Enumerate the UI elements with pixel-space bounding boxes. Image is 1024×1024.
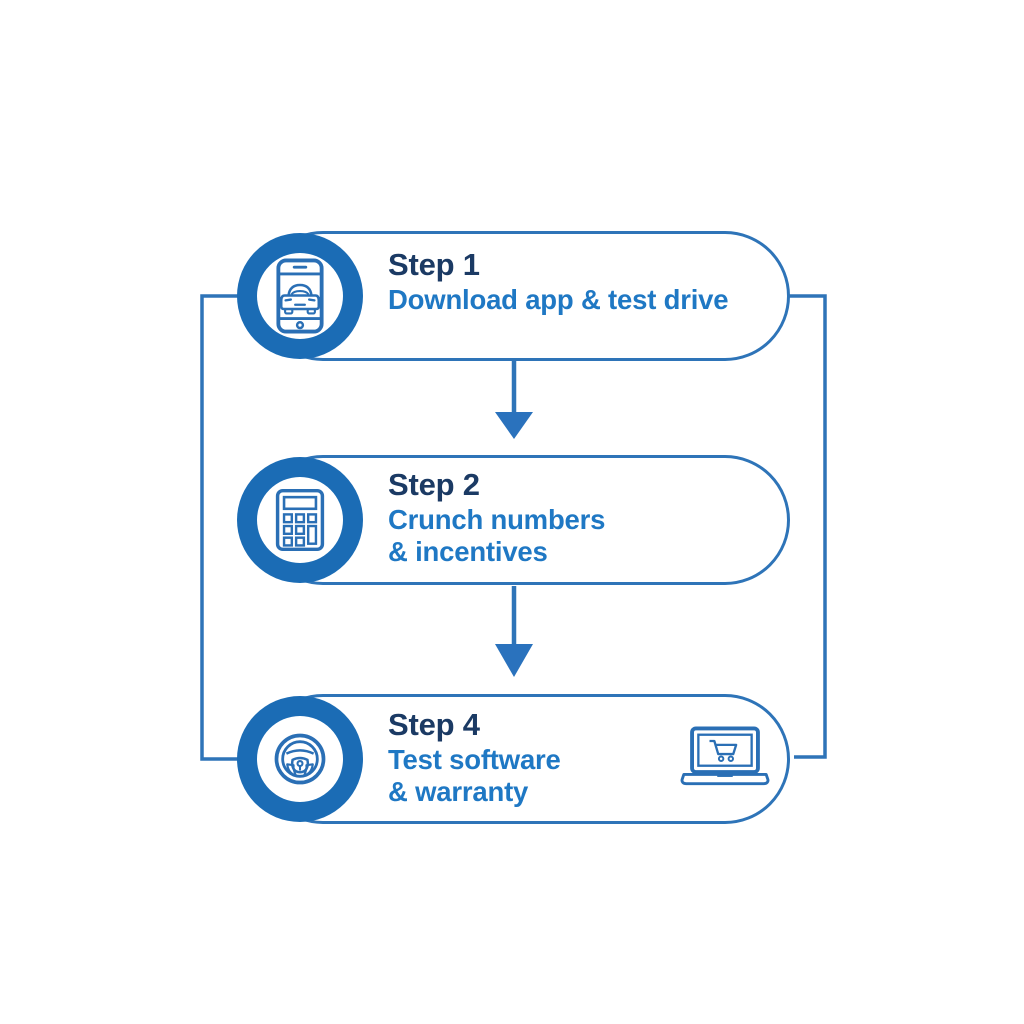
step-2-icon-badge <box>237 457 363 583</box>
step-2-subtitle-line-2: & incentives <box>388 536 548 567</box>
step-3-title: Step 4 <box>388 707 480 742</box>
step-1-title: Step 1 <box>388 247 480 282</box>
left-bracket-line <box>200 294 242 761</box>
step-3-icon-badge <box>237 696 363 822</box>
smartphone-car-icon <box>276 258 324 334</box>
step-2-icon-disc <box>257 477 343 563</box>
laptop-cart-icon <box>680 726 770 786</box>
calculator-icon <box>275 488 325 552</box>
step-3-subtitle-line-1: Test software <box>388 744 561 775</box>
step-1-text: Step 1 Download app & test drive <box>388 246 729 316</box>
step-1-icon-badge <box>237 233 363 359</box>
step-2-text: Step 2 Crunch numbers & incentives <box>388 466 605 568</box>
step-1-icon-disc <box>257 253 343 339</box>
step-1-subtitle: Download app & test drive <box>388 284 729 315</box>
step-3-icon-disc <box>257 716 343 802</box>
step-2-title: Step 2 <box>388 467 480 502</box>
step-3-subtitle-line-2: & warranty <box>388 776 529 807</box>
arrow-down-icon <box>495 360 533 439</box>
arrow-down-icon <box>495 586 533 677</box>
steering-wheel-icon <box>274 733 326 785</box>
right-bracket-line <box>788 294 827 759</box>
step-2-subtitle-line-1: Crunch numbers <box>388 504 606 535</box>
step-3-text: Step 4 Test software & warranty <box>388 706 561 808</box>
